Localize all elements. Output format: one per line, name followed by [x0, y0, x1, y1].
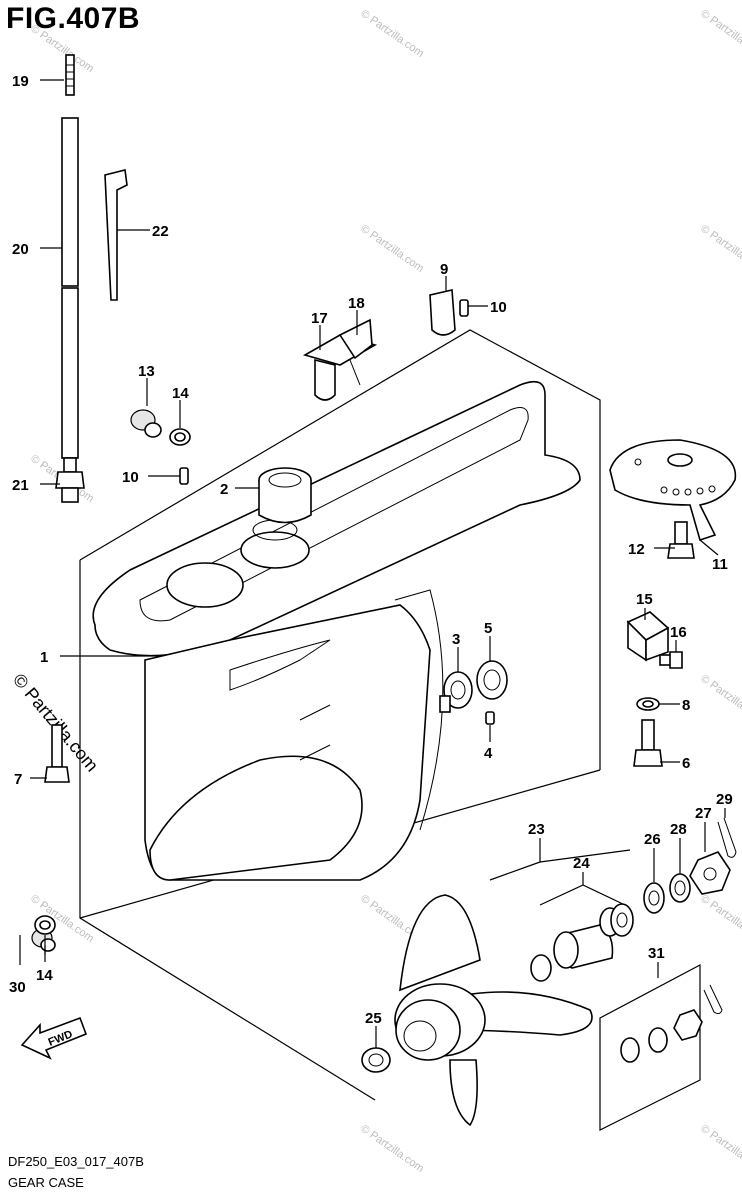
part-8-washer [636, 697, 660, 711]
part-29-pin [717, 817, 737, 858]
callout-26: 26 [644, 831, 661, 848]
fwd-arrow: FWD [20, 1016, 88, 1060]
part-22-strip [104, 169, 128, 301]
callout-15: 15 [636, 591, 653, 608]
part-25-washer [361, 1047, 391, 1073]
callout-7: 7 [14, 771, 22, 788]
callout-14-upper: 14 [172, 385, 189, 402]
callout-16: 16 [670, 624, 687, 641]
callout-9: 9 [440, 261, 448, 278]
figure-title: FIG.407B [6, 2, 141, 35]
callout-2: 2 [220, 481, 228, 498]
callout-1: 1 [40, 649, 48, 666]
watermark: © Partzilla.com [358, 223, 426, 275]
callout-19: 19 [12, 73, 29, 90]
part-1-gear-case [92, 380, 581, 881]
watermark: © Partzilla.com [28, 23, 96, 75]
part-31-kit [599, 964, 723, 1131]
callout-14-lower: 14 [36, 967, 53, 984]
part-19-stud [65, 54, 75, 96]
part-16-screw [659, 651, 683, 669]
watermark: © Partzilla.com [698, 1123, 742, 1175]
frame-edge [79, 329, 601, 770]
part-3-housing [439, 671, 473, 713]
callouts: 19 20 21 22 2 1 7 13 14 10 17 18 9 10 3 … [9, 73, 733, 1027]
part-6-bolt [633, 719, 663, 767]
callout-28: 28 [670, 821, 687, 838]
callout-23: 23 [528, 821, 545, 838]
figure-code: DF250_E03_017_407B [8, 1154, 144, 1169]
callout-3: 3 [452, 631, 460, 648]
callout-6: 6 [682, 755, 690, 772]
part-4-pin [485, 711, 495, 725]
callout-29: 29 [716, 791, 733, 808]
callout-8: 8 [682, 697, 690, 714]
watermark: © Partzilla.com [698, 223, 742, 275]
part-14-washer-lower [34, 915, 56, 935]
part-28-washer [669, 873, 691, 903]
part-2-bushing [258, 467, 312, 524]
watermark: © Partzilla.com [698, 673, 742, 725]
callout-30: 30 [9, 979, 26, 996]
part-5-bearing [476, 660, 508, 700]
callout-24: 24 [573, 855, 590, 872]
part-17-18-bracket [302, 318, 378, 401]
part-10-pin-left [179, 467, 189, 485]
part-20-shaft [61, 117, 79, 459]
part-27-nut [689, 851, 731, 895]
callout-25: 25 [365, 1010, 382, 1027]
part-10-pin-top [459, 299, 469, 317]
callout-17: 17 [311, 310, 328, 327]
part-13-plug [130, 409, 162, 438]
watermark: © Partzilla.com [698, 893, 742, 945]
callout-18: 18 [348, 295, 365, 312]
callout-10-left: 10 [122, 469, 139, 486]
callout-31: 31 [648, 945, 665, 962]
part-21-fitting [55, 457, 85, 503]
part-14-washer-upper [169, 428, 191, 446]
callout-27: 27 [695, 805, 712, 822]
callout-22: 22 [152, 223, 169, 240]
callout-20: 20 [12, 241, 29, 258]
part-24-bushing [530, 907, 621, 982]
callout-21: 21 [12, 477, 29, 494]
callout-10-top: 10 [490, 299, 507, 316]
part-11-trim-tab [609, 439, 737, 542]
part-26-washer [643, 882, 665, 914]
part-23-propeller [394, 894, 593, 1127]
part-12-bolt [667, 521, 695, 559]
callout-5: 5 [484, 620, 492, 637]
watermark: © Partzilla.com [358, 1123, 426, 1175]
callout-4: 4 [484, 745, 493, 762]
part-24b-washer [610, 903, 634, 937]
callout-13: 13 [138, 363, 155, 380]
callout-12: 12 [628, 541, 645, 558]
callout-11: 11 [712, 556, 728, 573]
leader-lines [19, 79, 726, 1048]
figure-caption: GEAR CASE [8, 1175, 84, 1190]
part-15-block [626, 611, 670, 662]
part-7-bolt [44, 724, 70, 783]
part-9-shim [429, 289, 456, 336]
watermark: © Partzilla.com [698, 8, 742, 60]
watermark: © Partzilla.com [358, 8, 426, 60]
